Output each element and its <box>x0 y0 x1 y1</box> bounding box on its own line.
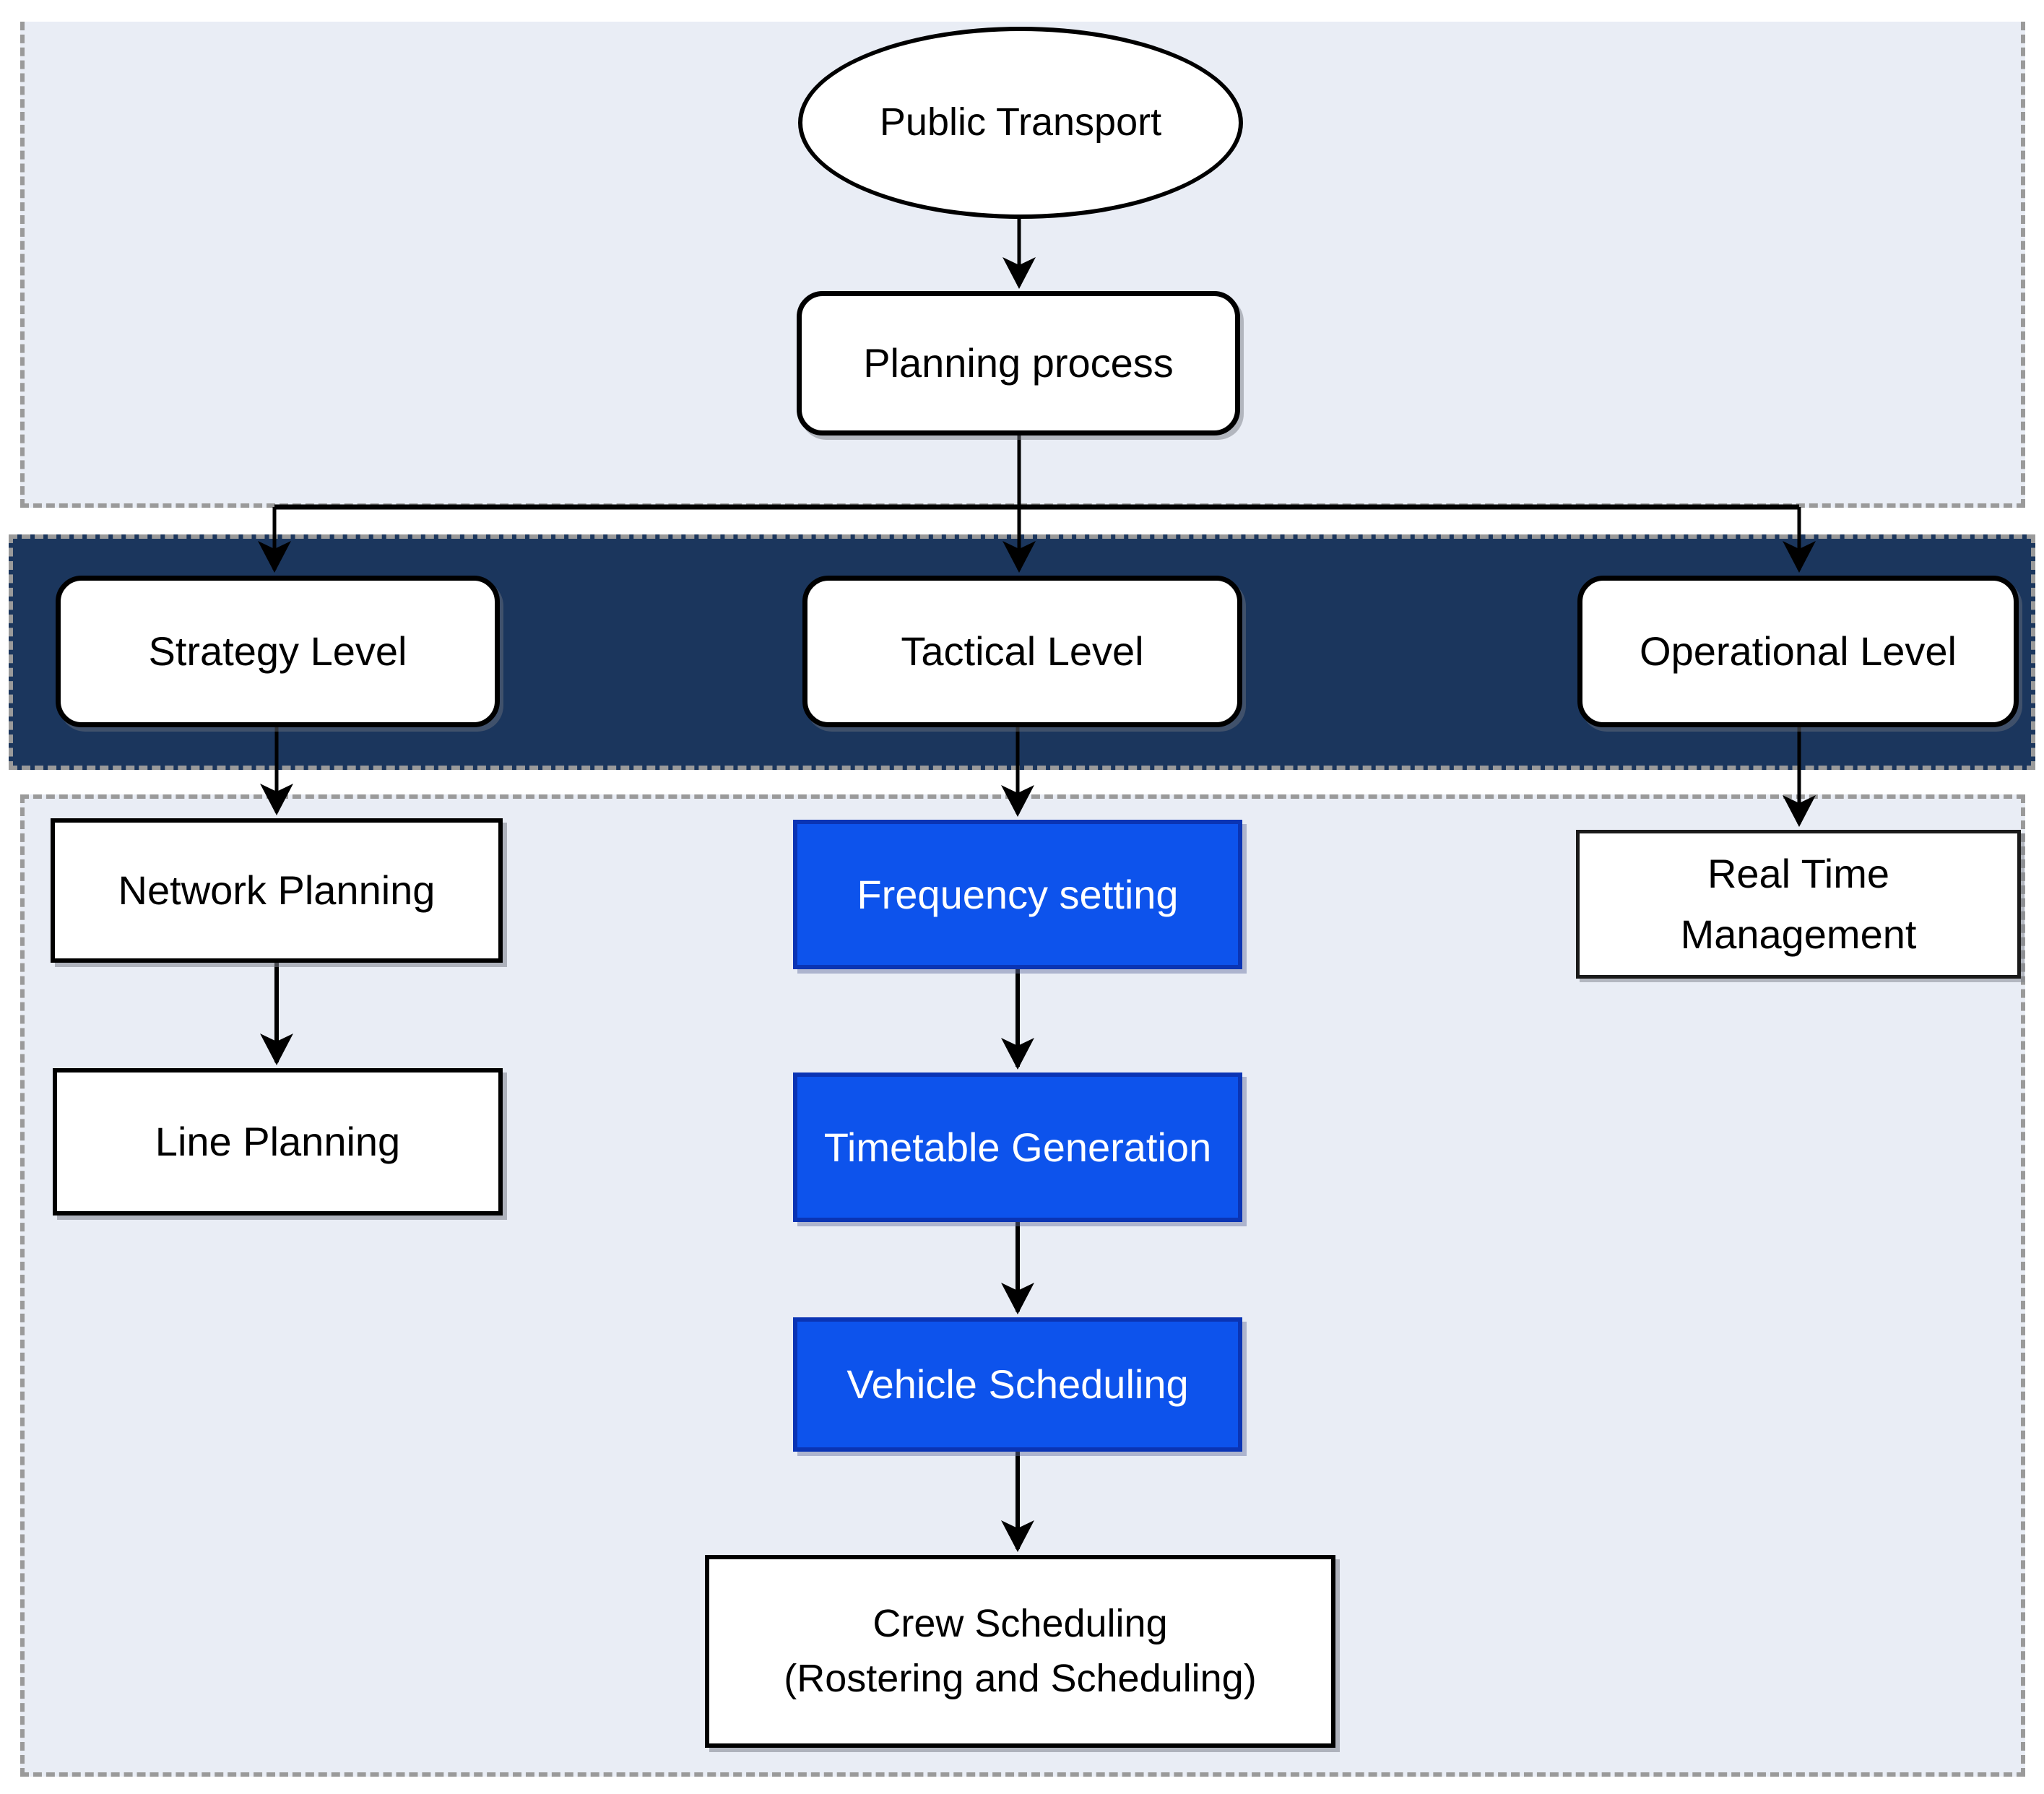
node-public-transport: Public Transport <box>798 27 1243 219</box>
node-tactical-level: Tactical Level <box>802 576 1242 727</box>
node-vehicle-scheduling: Vehicle Scheduling <box>793 1317 1242 1452</box>
node-frequency-setting: Frequency setting <box>793 820 1242 969</box>
node-timetable-generation-label: Timetable Generation <box>823 1124 1212 1170</box>
node-timetable-generation: Timetable Generation <box>793 1072 1242 1222</box>
node-strategy-level: Strategy Level <box>56 576 500 727</box>
node-crew-scheduling-label-line2: (Rostering and Scheduling) <box>784 1656 1257 1700</box>
node-vehicle-scheduling-label: Vehicle Scheduling <box>846 1361 1189 1407</box>
node-operational-level: Operational Level <box>1577 576 2019 727</box>
node-real-time-management-label-line2: Management <box>1680 911 1917 957</box>
node-real-time-management-label-line1: Real Time <box>1707 851 1890 896</box>
node-crew-scheduling: Crew Scheduling (Rostering and Schedulin… <box>705 1555 1335 1748</box>
node-line-planning-label: Line Planning <box>155 1119 401 1164</box>
node-real-time-management: Real Time Management <box>1576 830 2021 979</box>
node-crew-scheduling-label-line1: Crew Scheduling <box>872 1601 1168 1645</box>
node-network-planning: Network Planning <box>51 818 503 963</box>
node-tactical-level-label: Tactical Level <box>901 628 1144 674</box>
node-planning-process-label: Planning process <box>863 340 1174 386</box>
node-operational-level-label: Operational Level <box>1640 628 1957 674</box>
node-public-transport-label: Public Transport <box>879 100 1162 144</box>
node-line-planning: Line Planning <box>53 1068 503 1216</box>
node-planning-process: Planning process <box>797 291 1240 436</box>
node-frequency-setting-label: Frequency setting <box>857 871 1179 917</box>
node-strategy-level-label: Strategy Level <box>148 628 407 674</box>
node-network-planning-label: Network Planning <box>118 867 436 913</box>
